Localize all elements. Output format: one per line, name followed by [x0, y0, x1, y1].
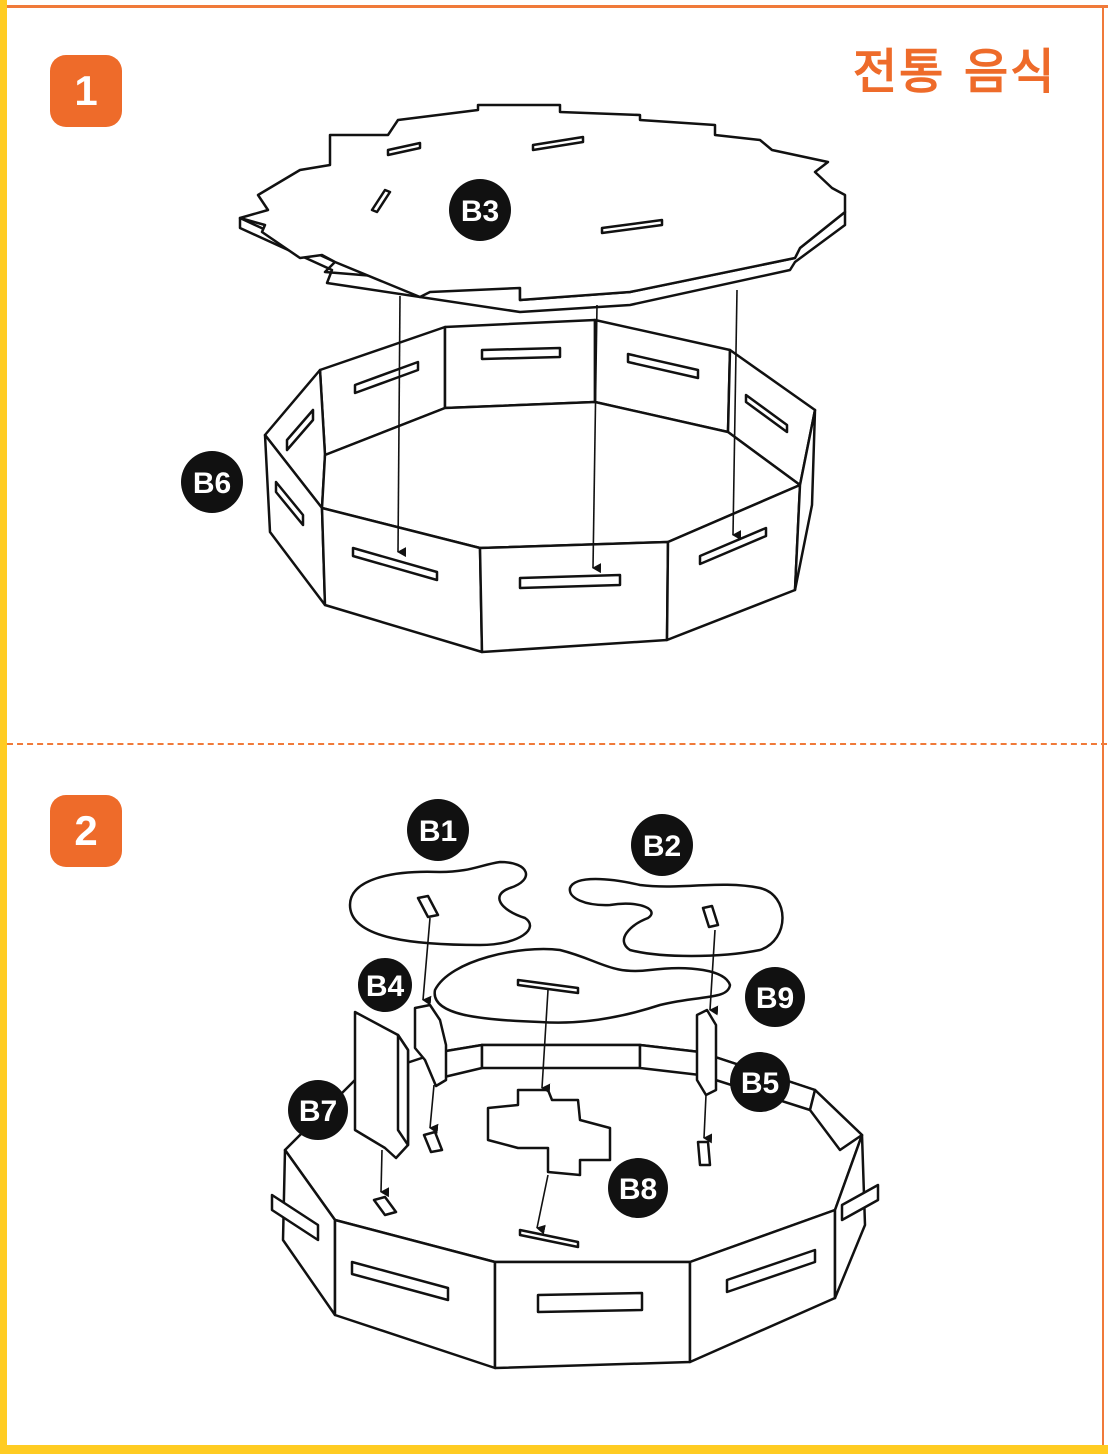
svg-text:B9: B9: [756, 982, 794, 1015]
frame-border-bottom: [0, 1445, 1108, 1454]
part-badge-b9: B9: [745, 967, 805, 1027]
frame-border-top: [7, 5, 1108, 8]
piece-b9-b5: [695, 1008, 718, 1097]
part-badge-b6: B6: [181, 451, 243, 513]
svg-text:B1: B1: [419, 815, 457, 848]
step-2-badge: 2: [50, 795, 122, 867]
part-badge-b4: B4: [358, 958, 412, 1012]
svg-text:B3: B3: [461, 195, 499, 228]
svg-text:B6: B6: [193, 467, 231, 500]
part-badge-b8: B8: [608, 1158, 668, 1218]
piece-b1: [348, 860, 532, 947]
box-b6: [263, 318, 817, 654]
lid-b3: [238, 103, 847, 314]
svg-text:B5: B5: [741, 1067, 779, 1100]
piece-b2: [568, 877, 784, 958]
part-badge-b2: B2: [631, 814, 693, 876]
step-1-badge: 1: [50, 55, 122, 127]
page-title: 전통 음식: [853, 44, 1057, 100]
piece-b4: [413, 1003, 448, 1088]
svg-text:B4: B4: [366, 970, 405, 1003]
part-badge-b3: B3: [449, 179, 511, 241]
part-badge-b7: B7: [288, 1080, 348, 1140]
arrows-step-1: [397, 289, 742, 574]
piece-b7: [353, 1010, 410, 1160]
step-divider: [7, 743, 1107, 745]
svg-text:B8: B8: [619, 1173, 657, 1206]
svg-text:B7: B7: [299, 1095, 337, 1128]
arrows-step-2: [380, 917, 719, 1235]
piece-b8: [486, 1088, 612, 1177]
part-badge-b1: B1: [407, 799, 469, 861]
piece-middle: [433, 947, 732, 1024]
frame-border-left: [0, 0, 7, 1454]
svg-text:B2: B2: [643, 830, 681, 863]
frame-border-right: [1102, 5, 1104, 1445]
part-badge-b5: B5: [730, 1052, 790, 1112]
